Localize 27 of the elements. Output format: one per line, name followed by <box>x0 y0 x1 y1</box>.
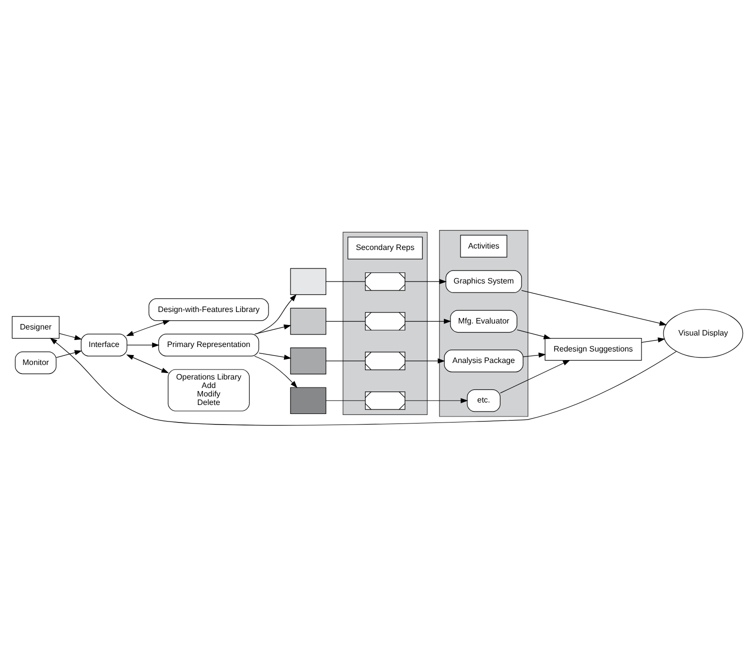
arrow <box>126 342 160 348</box>
arrow <box>50 337 677 425</box>
arrow <box>126 354 169 373</box>
arrow <box>516 328 552 339</box>
connector <box>326 320 366 322</box>
arrow <box>404 278 447 284</box>
arrow <box>258 352 292 360</box>
node-box <box>290 386 326 414</box>
arrow <box>404 398 468 403</box>
node-box <box>290 268 326 295</box>
arrow <box>404 358 446 364</box>
arrow <box>521 290 667 326</box>
arrow <box>58 332 82 340</box>
cluster <box>342 231 428 414</box>
arrow <box>254 355 298 388</box>
arrow <box>500 359 570 393</box>
arrow <box>522 352 546 358</box>
arrow <box>404 318 452 324</box>
arrow <box>256 294 297 334</box>
arrow <box>641 336 666 342</box>
connector <box>326 360 366 361</box>
arrow <box>56 350 82 358</box>
connector <box>326 280 366 282</box>
node-box <box>290 347 326 374</box>
arrow <box>254 324 292 334</box>
node-box <box>290 307 326 334</box>
arrow <box>126 320 170 336</box>
